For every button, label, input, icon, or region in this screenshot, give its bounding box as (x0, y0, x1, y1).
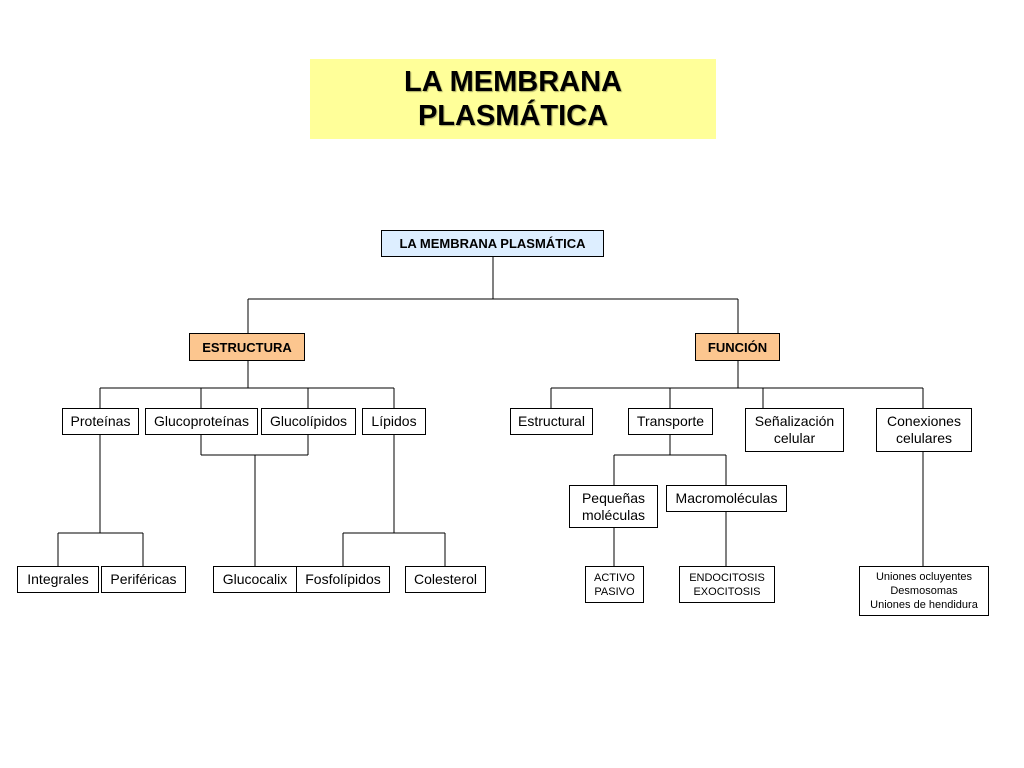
colesterol-node: Colesterol (405, 566, 486, 593)
pequenas-moleculas-node: Pequeñas moléculas (569, 485, 658, 528)
proteinas-node: Proteínas (62, 408, 139, 435)
transporte-node: Transporte (628, 408, 713, 435)
macromoleculas-node: Macromoléculas (666, 485, 787, 512)
uniones-node: Uniones ocluyentes Desmosomas Uniones de… (859, 566, 989, 616)
root-node: LA MEMBRANA PLASMÁTICA (381, 230, 604, 257)
glucoproteinas-node: Glucoproteínas (145, 408, 258, 435)
fosfolipidos-node: Fosfolípidos (296, 566, 390, 593)
estructural-node: Estructural (510, 408, 593, 435)
activo-pasivo-node: ACTIVO PASIVO (585, 566, 644, 603)
conexiones-node: Conexiones celulares (876, 408, 972, 452)
title-banner: LA MEMBRANA PLASMÁTICA (310, 59, 716, 139)
estructura-node: ESTRUCTURA (189, 333, 305, 361)
perifericas-node: Periféricas (101, 566, 186, 593)
senalizacion-node: Señalización celular (745, 408, 844, 452)
glucocalix-node: Glucocalix (213, 566, 297, 593)
funcion-node: FUNCIÓN (695, 333, 780, 361)
page-title: LA MEMBRANA PLASMÁTICA (403, 66, 622, 132)
glucolipidos-node: Glucolípidos (261, 408, 356, 435)
lipidos-node: Lípidos (362, 408, 426, 435)
integrales-node: Integrales (17, 566, 99, 593)
endocitosis-exocitosis-node: ENDOCITOSIS EXOCITOSIS (679, 566, 775, 603)
